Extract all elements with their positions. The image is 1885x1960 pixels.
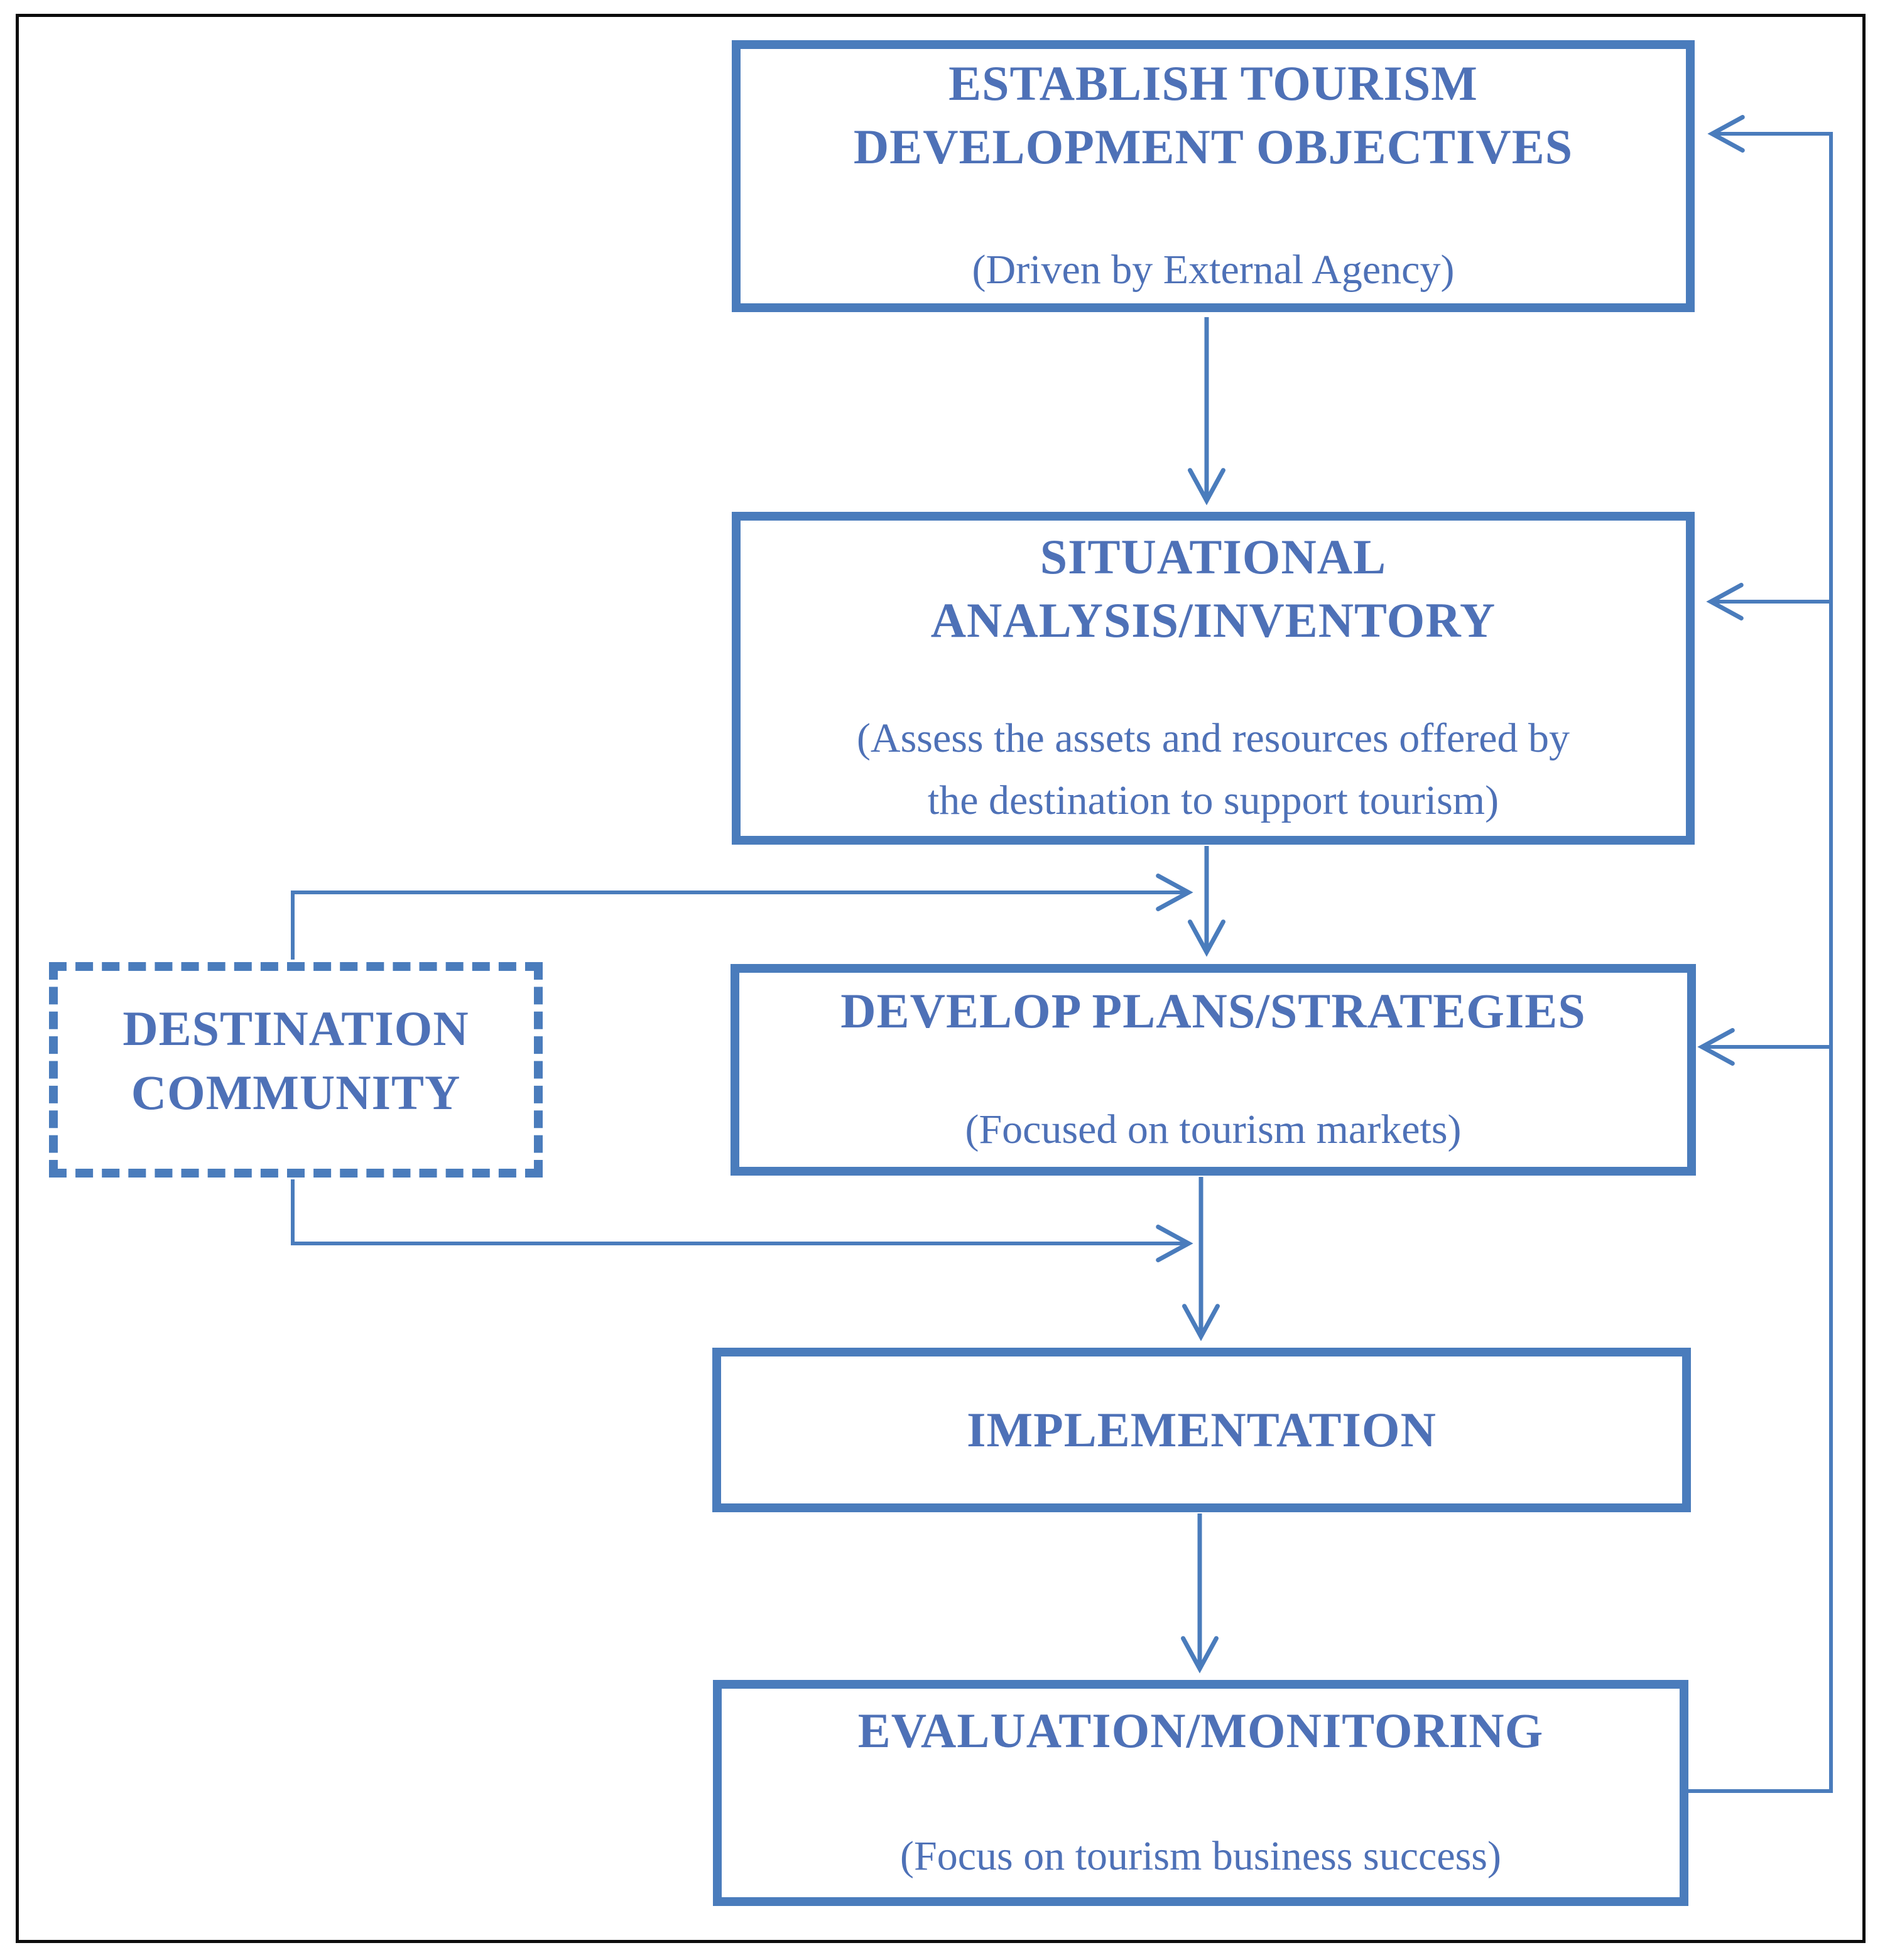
implementation-box: IMPLEMENTATION bbox=[712, 1348, 1691, 1512]
destination-community-box: DESTINATION COMMUNITY bbox=[49, 962, 543, 1178]
implementation-title: IMPLEMENTATION bbox=[967, 1402, 1437, 1458]
develop-plans-box: DEVELOP PLANS/STRATEGIES (Focused on tou… bbox=[731, 964, 1696, 1176]
situational-analysis-box: SITUATIONAL ANALYSIS/INVENTORY (Assess t… bbox=[732, 512, 1695, 845]
evaluation-title: EVALUATION/MONITORING bbox=[857, 1703, 1544, 1758]
objectives-subtitle: (Driven by External Agency) bbox=[972, 247, 1455, 293]
objectives-box: ESTABLISH TOURISM DEVELOPMENT OBJECTIVES… bbox=[732, 40, 1695, 312]
situational-title: SITUATIONAL ANALYSIS/INVENTORY bbox=[930, 529, 1496, 647]
objectives-title: ESTABLISH TOURISM DEVELOPMENT OBJECTIVES bbox=[853, 55, 1573, 174]
situational-subtitle: (Assess the assets and resources offered… bbox=[856, 715, 1570, 824]
plans-subtitle: (Focused on tourism markets) bbox=[965, 1106, 1462, 1152]
plans-title: DEVELOP PLANS/STRATEGIES bbox=[840, 983, 1586, 1039]
evaluation-subtitle: (Focus on tourism business success) bbox=[900, 1833, 1501, 1880]
evaluation-monitoring-box: EVALUATION/MONITORING (Focus on tourism … bbox=[713, 1680, 1688, 1906]
community-title: DESTINATION COMMUNITY bbox=[122, 1001, 469, 1120]
